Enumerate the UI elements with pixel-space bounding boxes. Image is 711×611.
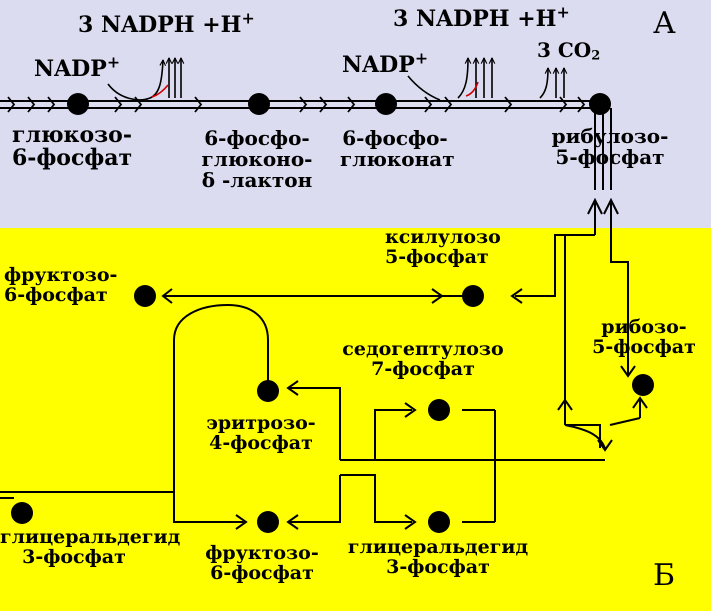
ribulose-to-xylulose xyxy=(510,234,595,304)
cofactor-nadph-2: 3 NADPH +H+ xyxy=(393,2,570,32)
node-fructose6p-top xyxy=(134,285,156,307)
cofactor-arrows-1 xyxy=(107,58,181,101)
label-ribose5p: рибозо-5-фосфат xyxy=(592,316,696,358)
node-phosphogluconate xyxy=(375,93,397,115)
section-label-a: А xyxy=(653,6,676,41)
ribulose-outflow-lines xyxy=(587,108,619,235)
label-ribulose5p: рибулозо-5-фосфат xyxy=(551,124,669,169)
label-glucose6p: глюкозо-6-фосфат xyxy=(12,122,133,172)
node-glucose6p xyxy=(67,93,89,115)
cofactor-nadph-1: 3 NADPH +H+ xyxy=(78,8,255,38)
node-sedoheptulose7p xyxy=(428,399,450,421)
node-xylulose5p xyxy=(462,285,484,307)
node-fructose6p-bottom xyxy=(257,511,279,533)
oxidative-chevrons xyxy=(7,96,586,113)
node-ribulose5p xyxy=(589,93,611,115)
cofactor-nadp-2: NADP+ xyxy=(342,48,429,78)
xylulose-to-fructose-top xyxy=(161,288,465,304)
ribulose-to-ribose xyxy=(610,235,636,378)
oxidative-phase-panel xyxy=(0,0,711,228)
oxidative-main-line xyxy=(0,100,600,109)
cofactor-arrows-2 xyxy=(407,58,492,101)
node-glyceraldehyde3p-right xyxy=(428,511,450,533)
cofactor-co2: 3 CO2 xyxy=(537,38,601,64)
metabolite-nodes xyxy=(11,93,654,533)
node-glyceraldehyde3p-left xyxy=(11,502,33,524)
label-fructose6p-top: фруктозо-6-фосфат xyxy=(4,264,118,306)
label-erythrose4p: эритрозо-4-фосфат xyxy=(206,412,316,454)
co2-arrows xyxy=(539,68,564,99)
transketolase-network xyxy=(0,235,648,530)
node-ribose5p xyxy=(632,374,654,396)
label-fructose6p-bottom: фруктозо-6-фосфат xyxy=(205,542,319,584)
node-erythrose4p xyxy=(257,380,279,402)
node-phosphogluconolactone xyxy=(248,93,270,115)
non-oxidative-phase-panel xyxy=(0,228,711,611)
label-phosphogluconate: 6-фосфо-глюконат xyxy=(340,126,455,171)
cofactor-nadp-1: NADP+ xyxy=(34,52,121,82)
section-label-b: Б xyxy=(653,558,676,593)
erythrose-loop xyxy=(173,303,269,498)
label-phosphogluconolactone: 6-фосфо-глюконо-δ -лактон xyxy=(201,126,313,192)
